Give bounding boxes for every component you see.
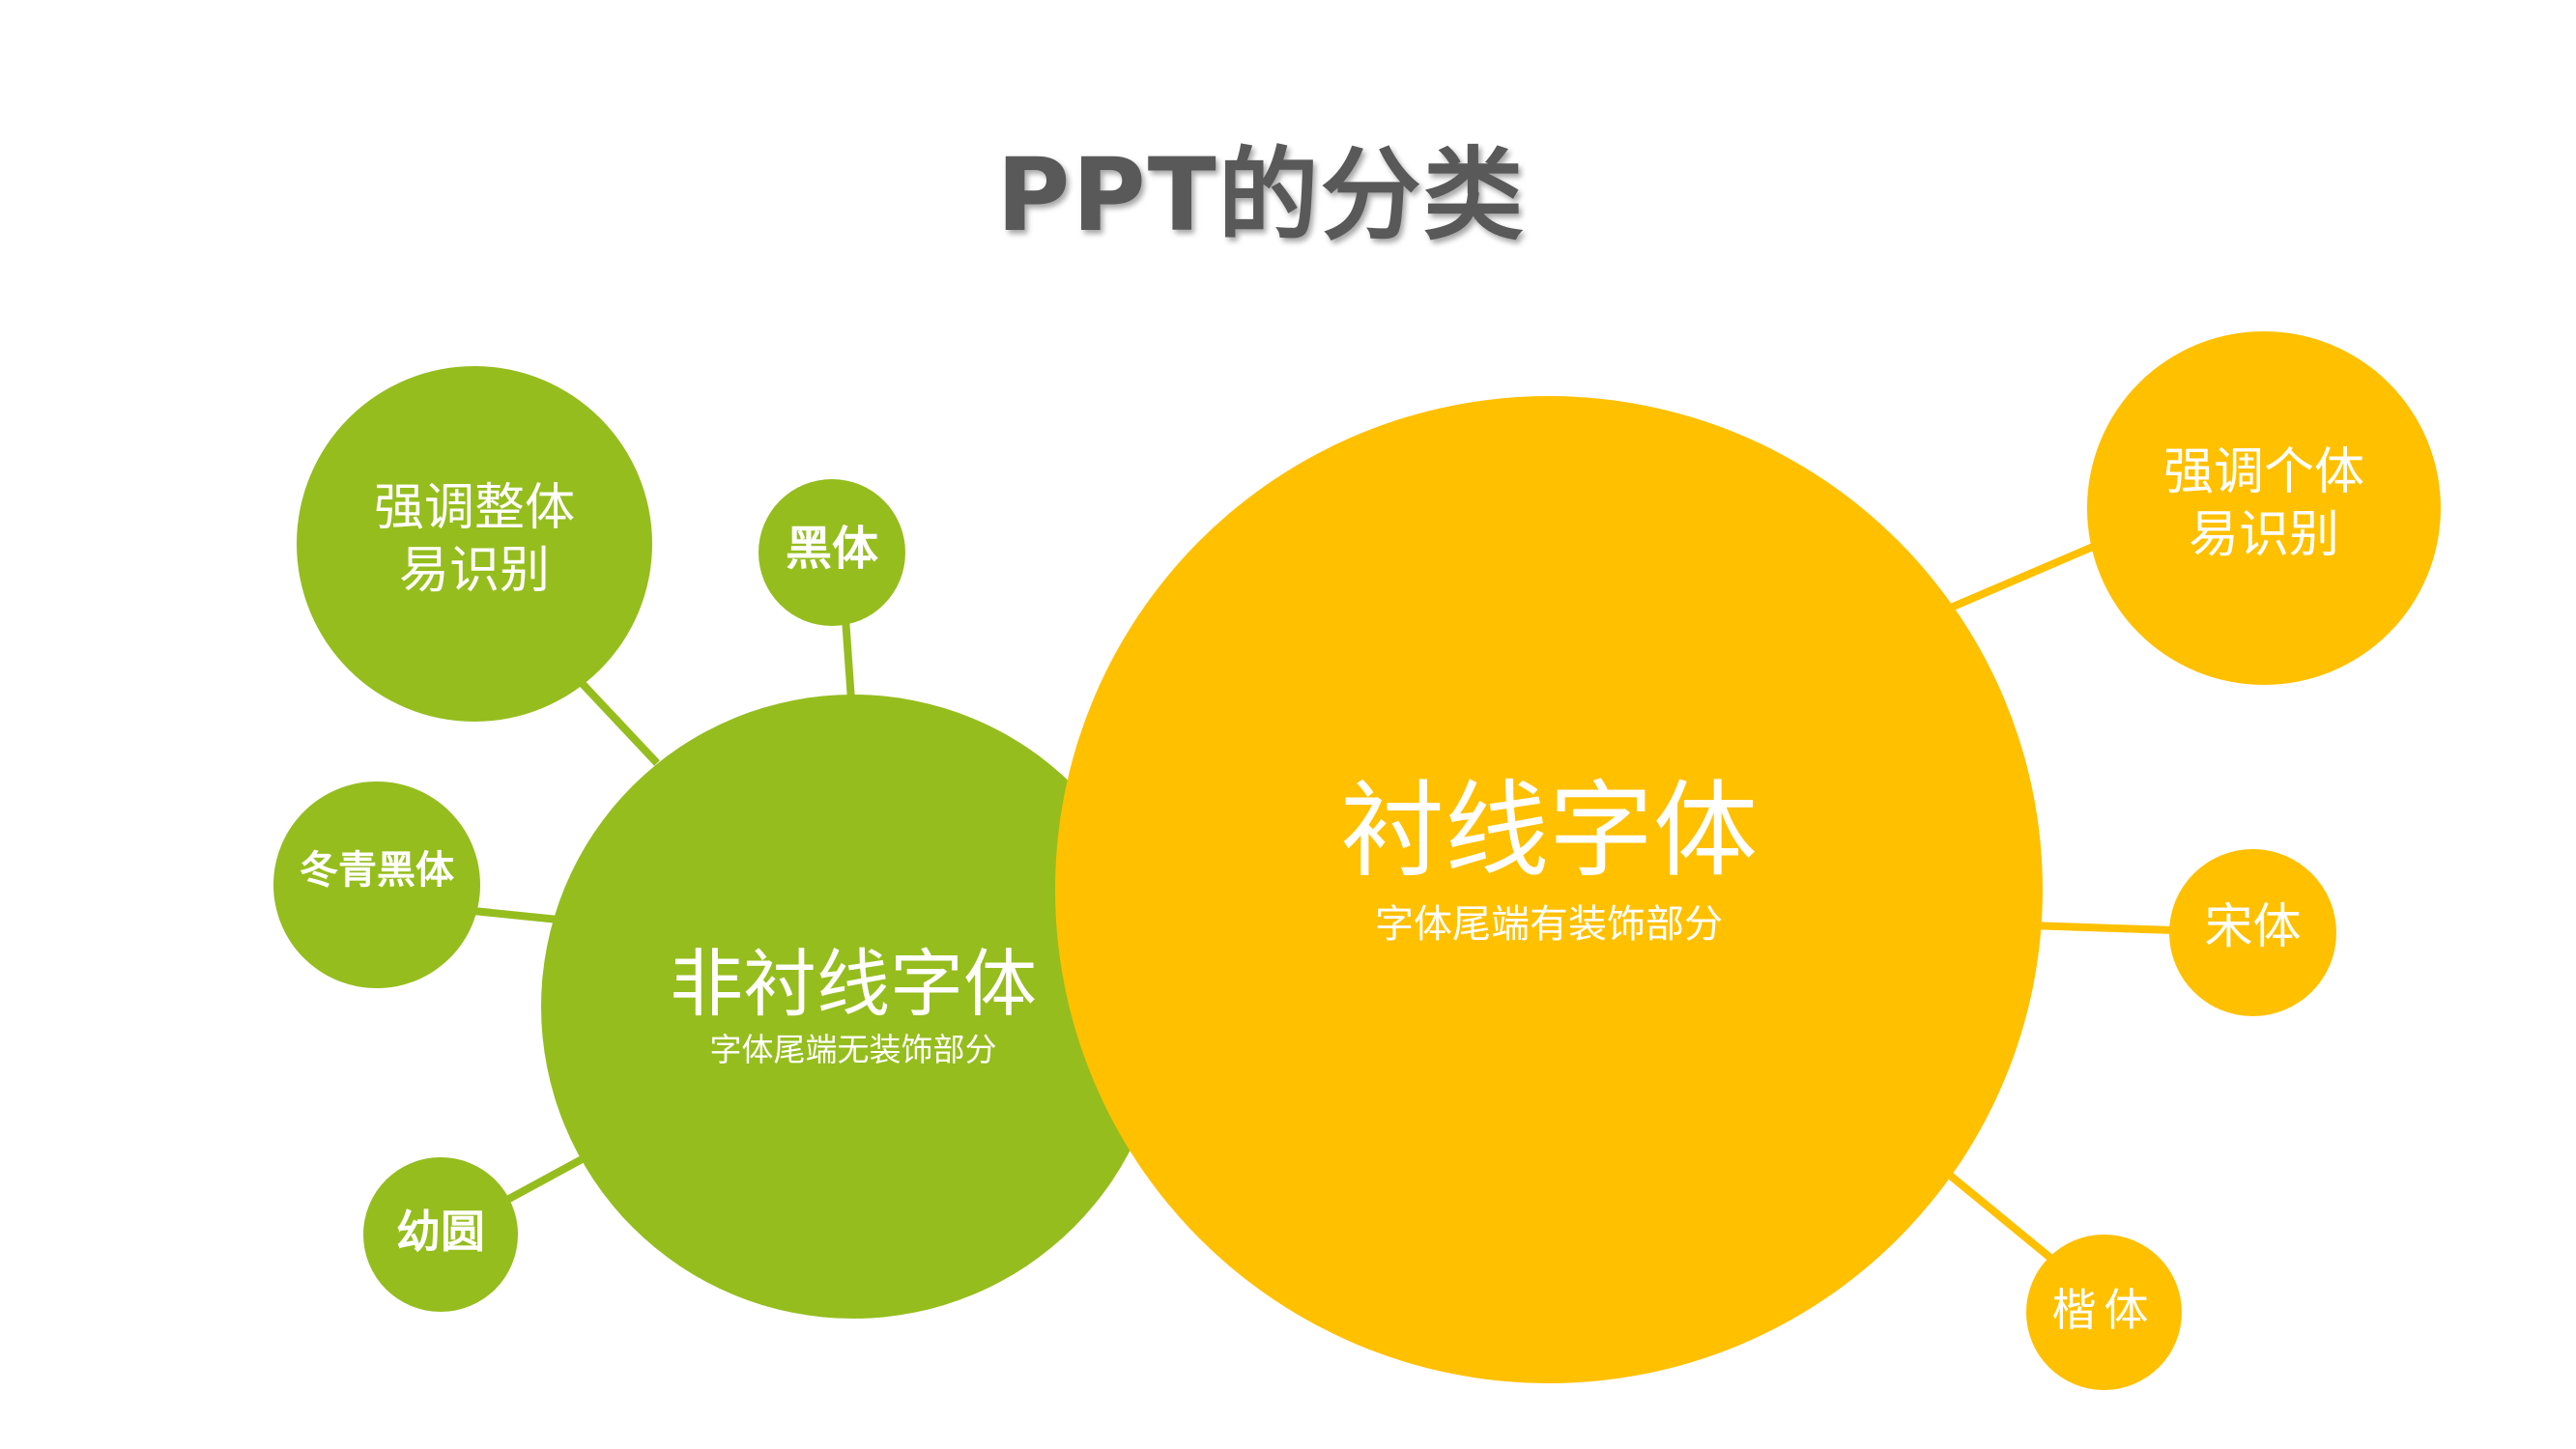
heiti-label: 黑体 xyxy=(785,522,878,576)
kaiti-bubble: 楷体 xyxy=(2026,1235,2182,1390)
sans-serif-title: 非衬线字体 xyxy=(670,940,1037,1027)
sans-serif-feature-bubble: 强调整体 易识别 xyxy=(297,366,652,722)
slide-title: PPT的分类 xyxy=(996,136,1526,254)
serif-feature-line2: 易识别 xyxy=(2188,506,2339,564)
youyuan-label: 幼圆 xyxy=(396,1206,485,1259)
kaiti-label: 楷体 xyxy=(2051,1283,2157,1336)
dongqing-heiti-label: 冬青黑体 xyxy=(300,848,454,893)
connector-heiti xyxy=(842,617,855,701)
songti-bubble: 宋体 xyxy=(2169,849,2336,1016)
serif-feature-line1: 强调个体 xyxy=(2162,443,2364,501)
serif-subtitle: 字体尾端有装饰部分 xyxy=(1375,901,1723,947)
serif-feature-bubble: 强调个体 易识别 xyxy=(2087,331,2441,685)
dongqing-heiti-bubble: 冬青黑体 xyxy=(273,781,480,988)
connector-sans-feature xyxy=(579,680,660,766)
songti-label: 宋体 xyxy=(2204,898,2302,955)
connector-youyuan xyxy=(505,1153,587,1204)
sans-serif-feature-line1: 强调整体 xyxy=(373,479,575,537)
serif-main-bubble: 衬线字体 字体尾端有装饰部分 xyxy=(1055,396,2043,1383)
sans-serif-feature-line2: 易识别 xyxy=(398,542,550,600)
connector-songti xyxy=(2028,922,2175,934)
connector-kaiti xyxy=(1939,1165,2053,1262)
sans-serif-subtitle: 字体尾端无装饰部分 xyxy=(709,1030,997,1068)
connector-dongqing xyxy=(472,907,559,923)
heiti-bubble: 黑体 xyxy=(758,479,905,626)
youyuan-bubble: 幼圆 xyxy=(363,1157,518,1312)
sans-serif-main-bubble: 非衬线字体 字体尾端无装饰部分 xyxy=(541,695,1165,1319)
serif-title: 衬线字体 xyxy=(1339,770,1758,892)
connector-serif-feature xyxy=(1942,543,2095,614)
